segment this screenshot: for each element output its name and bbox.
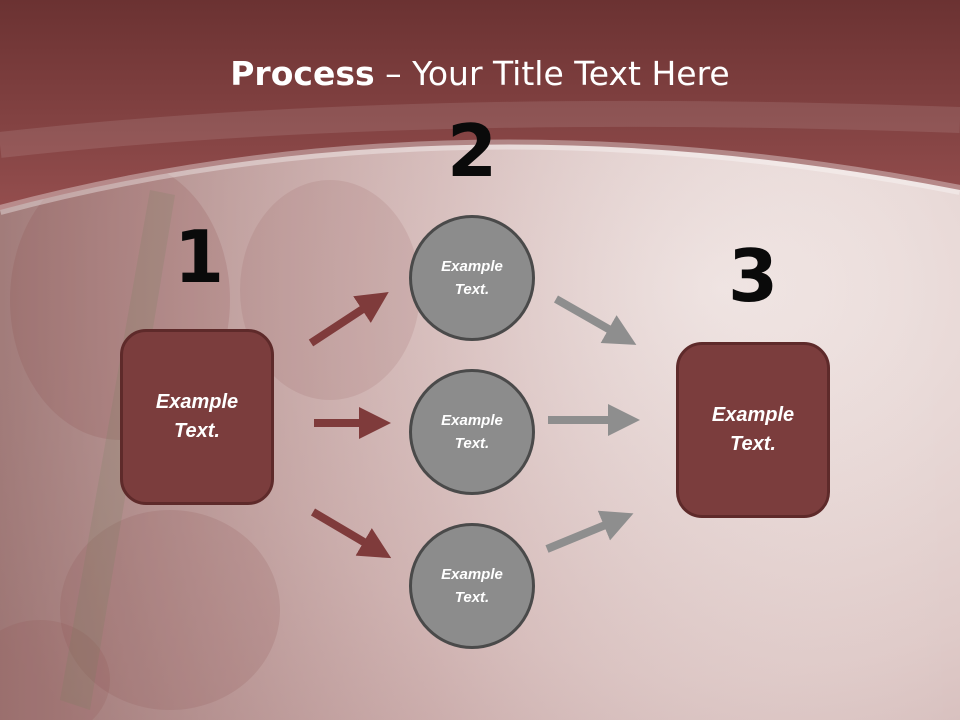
- step-1-number: 1: [173, 215, 225, 299]
- title-bold: Process: [230, 54, 375, 93]
- slide-title: Process – Your Title Text Here: [0, 54, 960, 93]
- step-1-label: Example Text.: [155, 391, 239, 442]
- arrow-1-to-2a: [308, 292, 389, 347]
- step-2-circle-2: Example Text.: [409, 369, 535, 495]
- step-2-circle-2-label: Example Text.: [441, 412, 503, 452]
- step-3-number: 3: [727, 234, 779, 318]
- arrow-2c-to-3: [545, 510, 634, 553]
- title-rest: – Your Title Text Here: [374, 54, 730, 93]
- arrow-2a-to-3: [554, 295, 637, 345]
- step-2-circle-1: Example Text.: [409, 215, 535, 341]
- step-1-box: Example Text.: [120, 329, 274, 505]
- step-2-circle-3: Example Text.: [409, 523, 535, 649]
- step-3-box: Example Text.: [676, 342, 830, 518]
- step-2-number: 2: [446, 109, 498, 193]
- step-2-circle-3-label: Example Text.: [441, 566, 503, 606]
- arrow-1-to-2c: [310, 508, 392, 559]
- step-2-circle-1-label: Example Text.: [441, 258, 503, 298]
- step-3-label: Example Text.: [711, 404, 795, 455]
